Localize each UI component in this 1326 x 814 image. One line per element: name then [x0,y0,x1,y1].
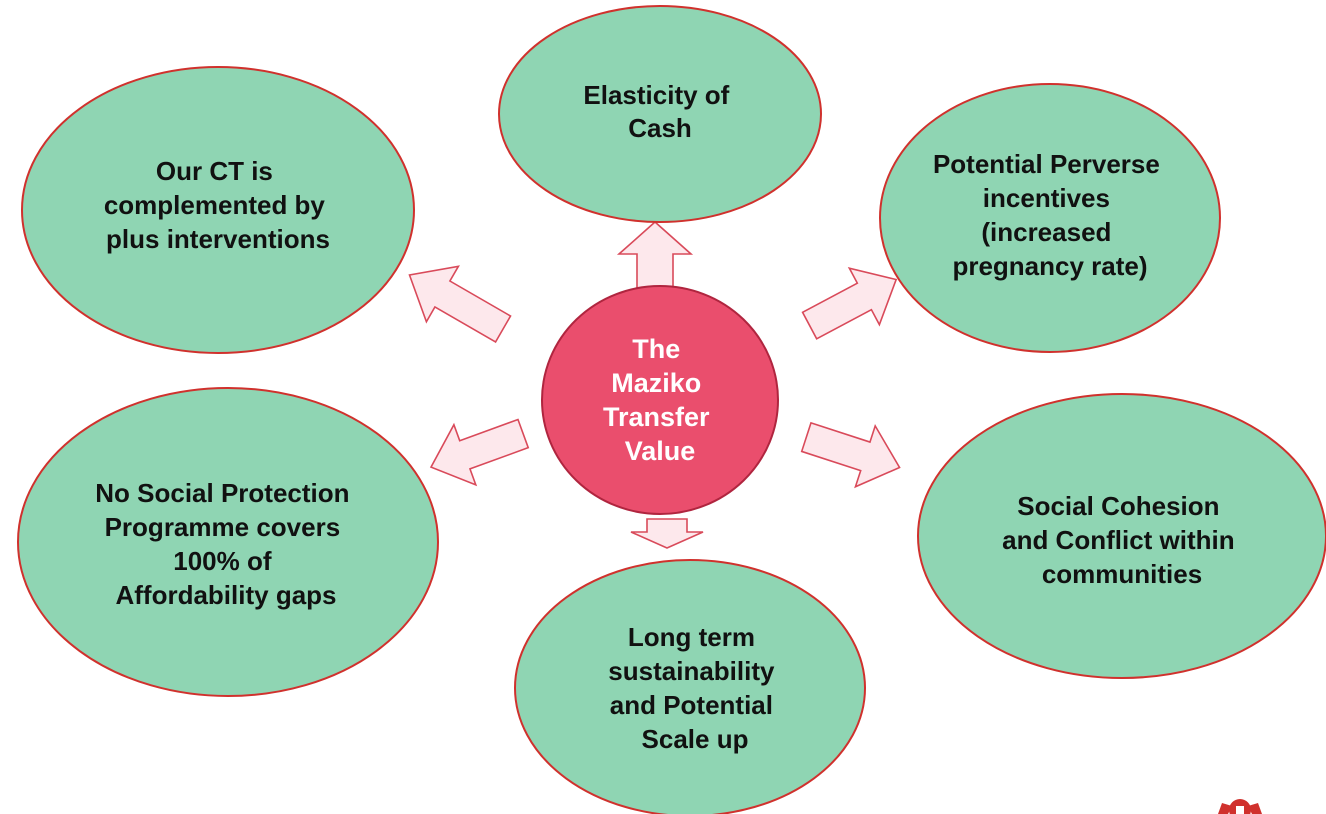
node-coverage-text: No Social Protection Programme covers 10… [95,478,357,610]
node-perverse-incentives: Potential Perverse incentives (increased… [879,83,1221,353]
node-coverage: No Social Protection Programme covers 10… [17,387,439,697]
node-elasticity: Elasticity of Cash [498,5,822,223]
center-node: The Maziko Transfer Value [541,285,779,515]
node-elasticity-text: Elasticity of Cash [583,80,736,143]
arrow-up [616,220,694,289]
node-plus-interventions: Our CT is complemented by plus intervent… [21,66,415,354]
center-node-text: The Maziko Transfer Value [603,334,717,466]
node-perverse-text: Potential Perverse incentives (increased… [933,149,1167,281]
arrow-down [630,518,704,549]
arrow-lower-left [429,418,530,487]
node-sustainability: Long term sustainability and Potential S… [514,559,866,814]
node-plus-text: Our CT is complemented by plus intervent… [104,156,332,254]
arrow-upper-right [801,266,898,340]
arrow-upper-left [408,265,512,344]
arrow-lower-right [800,421,901,489]
node-sustainability-text: Long term sustainability and Potential S… [608,622,781,754]
node-cohesion-text: Social Cohesion and Conflict within comm… [1002,491,1242,589]
node-social-cohesion: Social Cohesion and Conflict within comm… [917,393,1326,679]
logo-icon [1218,799,1262,814]
